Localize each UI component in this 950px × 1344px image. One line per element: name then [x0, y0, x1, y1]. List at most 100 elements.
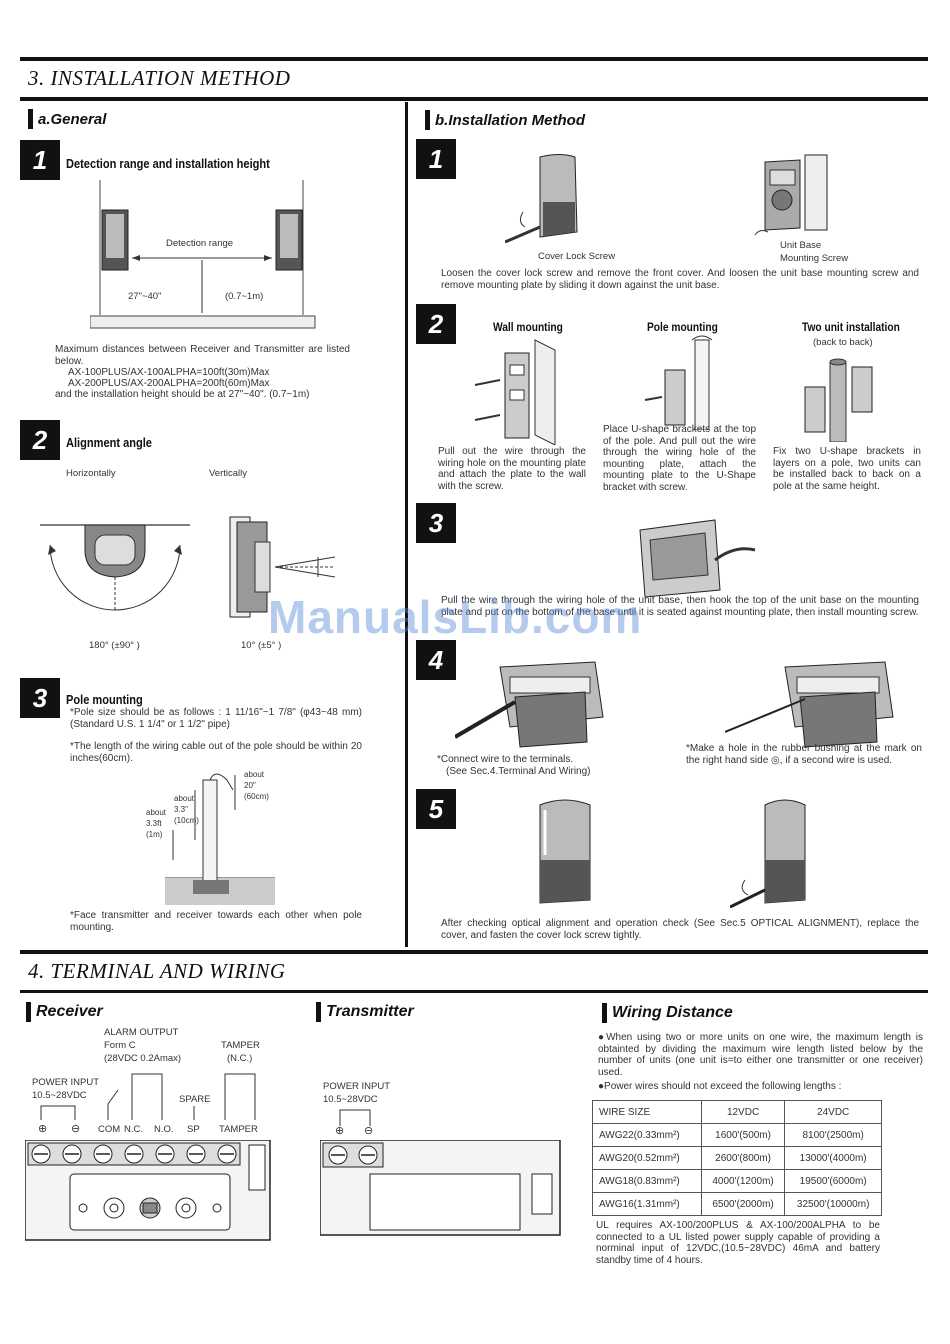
- pole-size-note: *Pole size should be as follows : 1 11/1…: [70, 707, 362, 730]
- header-24vdc: 24VDC: [784, 1100, 882, 1124]
- general-step1-text3: AX-200PLUS/AX-200ALPHA=200ft(60m)Max: [68, 378, 270, 389]
- terminal-minus-label: ⊖: [71, 1123, 81, 1135]
- wall-mounting-title: Wall mounting: [493, 320, 563, 334]
- receiver-heading: Receiver: [26, 1002, 103, 1022]
- form-c-label: Form C: [104, 1040, 136, 1051]
- pole-mounting-title: Pole mounting: [647, 320, 718, 334]
- watermark: ManualsLib.com: [268, 591, 643, 643]
- two-unit-diagram: [804, 358, 873, 442]
- transmitter-voltage-label: 10.5~28VDC: [323, 1094, 378, 1105]
- table-header-row: WIRE SIZE 12VDC 24VDC: [592, 1100, 882, 1124]
- general-step1-text4: and the installation height should be at…: [55, 389, 310, 400]
- pole-diag-l9: (1m): [146, 830, 163, 839]
- tamper-label: TAMPER: [221, 1040, 260, 1051]
- table-row: AWG22(0.33mm²) 1600'(500m) 8100'(2500m): [592, 1123, 882, 1147]
- terminal-plus-label: ⊕: [38, 1123, 48, 1135]
- face-units-note: *Face transmitter and receiver towards e…: [70, 910, 362, 933]
- horizontal-label: Horizontally: [66, 468, 116, 479]
- terminal-sp-label: SP: [187, 1124, 200, 1135]
- terminal-nc-label: N.C.: [124, 1124, 143, 1135]
- connect-wire-diagram: [455, 661, 604, 748]
- pole-diag-l5: 3.3": [174, 805, 188, 814]
- connect-wire-text2: (See Sec.4.Terminal And Wiring): [446, 766, 591, 777]
- pole-mounting-diagram: [165, 773, 275, 905]
- receiver-wiring-lines: [40, 1073, 256, 1120]
- unit-base-diagram: [754, 154, 828, 236]
- ul-requirement-note: UL requires AX-100/200PLUS & AX-100/200A…: [596, 1220, 880, 1266]
- receiver-power-label: POWER INPUT: [32, 1077, 100, 1088]
- general-heading: a.General: [28, 109, 106, 129]
- table-cell: 6500'(2000m): [700, 1192, 786, 1216]
- cover-lock-diagram: [505, 154, 578, 244]
- horizontal-angle-diagram: [40, 524, 190, 611]
- section4-top-rule: [20, 950, 928, 954]
- pole-diag-l8: 3.3ft: [146, 819, 162, 828]
- table-row: AWG16(1.31mm²) 6500'(2000m) 32500'(10000…: [592, 1192, 882, 1216]
- section3-rule: [20, 97, 928, 101]
- height-inch-label: 27"~40": [128, 291, 162, 302]
- detection-range-label: Detection range: [166, 238, 234, 249]
- table-cell: AWG22(0.33mm²): [592, 1123, 702, 1147]
- general-step2-number: 2: [20, 420, 60, 460]
- unit-base-label: Unit Base: [780, 240, 822, 251]
- terminal-tamper-label: TAMPER: [219, 1124, 258, 1135]
- pole-mounting-install-diagram: [644, 335, 713, 430]
- table-row: AWG18(0.83mm²) 4000'(1200m) 19500'(6000m…: [592, 1169, 882, 1193]
- wall-mounting-text: Pull out the wire through the wiring hol…: [438, 446, 586, 492]
- horizontal-angle-value: 180° (±90° ): [89, 640, 140, 651]
- transmitter-heading: Transmitter: [316, 1002, 414, 1022]
- top-rule: [20, 57, 928, 61]
- column-divider: [405, 102, 408, 947]
- alarm-rating-label: (28VDC 0.2Amax): [104, 1053, 182, 1064]
- section3-title: 3. INSTALLATION METHOD: [28, 66, 291, 90]
- general-step1-title: Detection range and installation height: [66, 156, 270, 171]
- install-heading: b.Installation Method: [425, 110, 585, 130]
- height-metric-label: (0.7~1m): [225, 291, 264, 302]
- install-step2-number: 2: [416, 304, 456, 344]
- table-cell: AWG18(0.83mm²): [592, 1169, 702, 1193]
- install-step5-number: 5: [416, 789, 456, 829]
- rubber-bushing-diagram: [725, 661, 894, 748]
- transmitter-power-label: POWER INPUT: [323, 1081, 391, 1092]
- wall-mounting-diagram: [474, 339, 556, 445]
- transmitter-wiring-lines: [339, 1109, 371, 1126]
- table-cell: 32500'(10000m): [784, 1192, 882, 1216]
- unit-base-hook-diagram: [639, 519, 756, 598]
- install-step3-number: 3: [416, 503, 456, 543]
- back-to-back-label: (back to back): [813, 337, 873, 348]
- two-unit-title: Two unit installation: [802, 320, 900, 334]
- pole-mounting-text: Place U-shape brackets at the top of the…: [603, 424, 756, 493]
- pole-diag-l1: about: [244, 770, 265, 779]
- mounting-screw-label: Mounting Screw: [780, 253, 849, 264]
- general-step3-title: Pole mounting: [66, 692, 143, 707]
- terminal-no-label: N.O.: [154, 1124, 174, 1135]
- alarm-output-label: ALARM OUTPUT: [104, 1027, 179, 1038]
- general-step1-text1: Maximum distances between Receiver and T…: [55, 344, 350, 367]
- table-cell: 19500'(6000m): [784, 1169, 882, 1193]
- tx-terminal-plus-label: ⊕: [335, 1125, 345, 1137]
- pole-diag-l4: about: [174, 794, 195, 803]
- cover-lock-screw-label: Cover Lock Screw: [538, 251, 616, 262]
- table-cell: AWG16(1.31mm²): [592, 1192, 702, 1216]
- table-row: AWG20(0.52mm²) 2600'(800m) 13000'(4000m): [592, 1146, 882, 1170]
- table-cell: 4000'(1200m): [700, 1169, 786, 1193]
- install-step4-number: 4: [416, 640, 456, 680]
- header-wire-size: WIRE SIZE: [592, 1100, 702, 1124]
- receiver-terminal-block: [25, 1140, 271, 1241]
- header-12vdc: 12VDC: [700, 1100, 786, 1124]
- wiring-bullet1: ●When using two or more units on one wir…: [598, 1032, 923, 1078]
- pole-diag-l7: about: [146, 808, 167, 817]
- terminal-com-label: COM: [98, 1124, 121, 1135]
- detection-range-diagram: [90, 180, 316, 329]
- connect-wire-text1: *Connect wire to the terminals.: [437, 754, 574, 765]
- table-cell: 2600'(800m): [700, 1146, 786, 1170]
- section4-title: 4. TERMINAL AND WIRING: [28, 959, 286, 983]
- wire-length-table: WIRE SIZE 12VDC 24VDC AWG22(0.33mm²) 160…: [592, 1100, 882, 1216]
- wiring-bullet2: ●Power wires should not exceed the follo…: [598, 1081, 842, 1092]
- section4-rule: [20, 990, 928, 993]
- general-step1-number: 1: [20, 140, 60, 180]
- general-step1-text2: AX-100PLUS/AX-100ALPHA=100ft(30m)Max: [68, 367, 270, 378]
- pole-diag-l6: (10cm): [174, 816, 199, 825]
- install-step3-text: Pull the wire through the wiring hole of…: [441, 595, 919, 618]
- replace-cover-diagram-1: [539, 799, 591, 904]
